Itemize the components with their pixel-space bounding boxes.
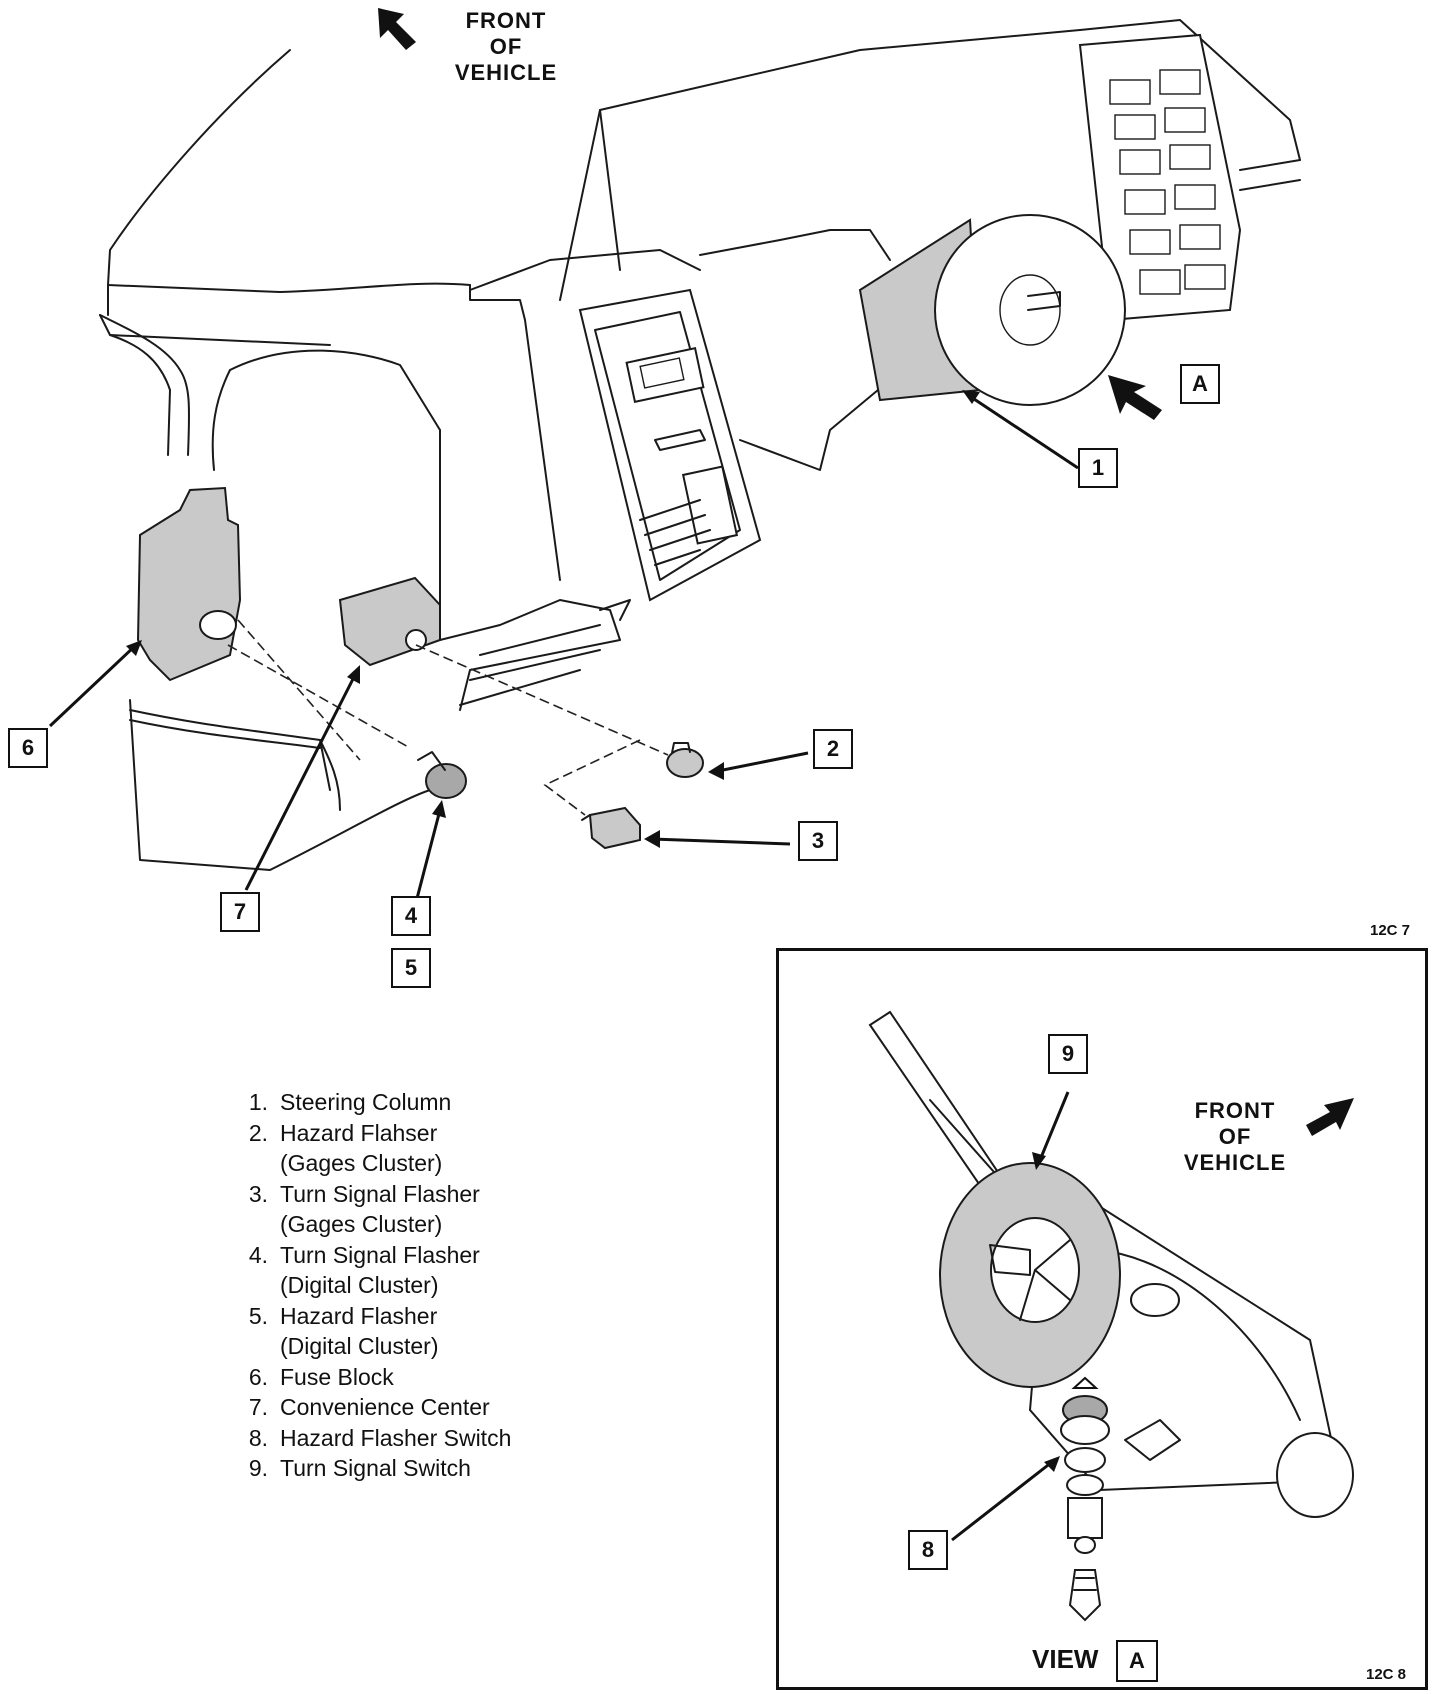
parts-legend: 1. Steering Column 2. Hazard Flahser (Gages … xyxy=(228,1087,588,1484)
legend-item-number: 7. xyxy=(248,1394,268,1420)
front-of-vehicle-label: FRONT OF VEHICLE xyxy=(436,8,576,86)
legend-item-number: 2. xyxy=(248,1119,268,1146)
legend-item-label: Hazard Flahser xyxy=(280,1119,438,1146)
leader-1 xyxy=(962,390,1079,470)
legend-item: 2. Hazard Flahser xyxy=(228,1118,588,1149)
legend-item-sublabel: (Gages Cluster) xyxy=(280,1211,443,1237)
legend-item-sublabel: (Digital Cluster) xyxy=(280,1272,439,1298)
leader-3 xyxy=(644,830,791,848)
legend-item: 7. Convenience Center xyxy=(228,1392,588,1423)
legend-item: 4. Turn Signal Flasher xyxy=(228,1240,588,1271)
fuse-block xyxy=(136,486,242,682)
view-label-text: VIEW xyxy=(1032,1644,1099,1674)
callout-1: 1 xyxy=(1078,448,1118,488)
figure-code-main: 12C 7 xyxy=(1370,922,1411,939)
dashboard-outline xyxy=(99,19,1301,871)
front-label-line2: OF VEHICLE xyxy=(454,34,558,85)
legend-item-number: 4. xyxy=(248,1241,268,1268)
inset-view-a-frame xyxy=(776,948,1428,1690)
view-a-arrow xyxy=(1108,375,1162,420)
front-label-line1: FRONT xyxy=(465,8,547,33)
leader-2 xyxy=(708,751,809,780)
legend-item-number: 3. xyxy=(248,1180,268,1207)
legend-item-label: Turn Signal Flasher xyxy=(280,1241,480,1268)
legend-item-label: Steering Column xyxy=(280,1089,452,1115)
leader-9 xyxy=(1032,1091,1070,1170)
callout-4: 4 xyxy=(391,896,431,936)
inset-front-line2: OF xyxy=(1218,1124,1252,1149)
legend-item-label: Hazard Flasher xyxy=(280,1302,438,1329)
inset-front-of-vehicle-label: FRONT OF VEHICLE xyxy=(1170,1098,1300,1176)
legend-item-number: 9. xyxy=(248,1455,268,1481)
leader-4 xyxy=(412,800,446,911)
callout-arrow-a: A xyxy=(1180,364,1220,404)
turn-signal-flasher-gages xyxy=(581,806,641,850)
leader-8 xyxy=(951,1456,1060,1542)
inset-steering-column xyxy=(868,1010,1354,1622)
turn-signal-flasher-digital xyxy=(417,751,467,799)
legend-item-label: Turn Signal Switch xyxy=(280,1455,471,1481)
leader-6 xyxy=(48,640,142,728)
legend-item: 3. Turn Signal Flasher xyxy=(228,1179,588,1210)
legend-item-number: 1. xyxy=(248,1089,268,1115)
callout-8: 8 xyxy=(908,1530,948,1570)
legend-item-number: 5. xyxy=(248,1302,268,1329)
legend-item-number: 8. xyxy=(248,1424,268,1451)
steering-column xyxy=(739,214,1126,471)
inset-front-line3: VEHICLE xyxy=(1183,1150,1287,1175)
legend-item: 6. Fuse Block xyxy=(228,1362,588,1393)
callout-3: 3 xyxy=(798,821,838,861)
view-a-caption: VIEW xyxy=(1032,1644,1098,1675)
legend-item: 5. Hazard Flasher xyxy=(228,1301,588,1332)
legend-item-label: Turn Signal Flasher xyxy=(280,1180,480,1207)
switch-panel xyxy=(578,288,762,602)
callout-6: 6 xyxy=(8,728,48,768)
callout-2: 2 xyxy=(813,729,853,769)
legend-item-sublabel: (Gages Cluster) xyxy=(280,1150,443,1176)
legend-item: 8. Hazard Flasher Switch xyxy=(228,1423,588,1454)
callout-view-a: A xyxy=(1116,1640,1158,1682)
hazard-flasher-gages xyxy=(666,742,704,778)
legend-item-label: Convenience Center xyxy=(280,1394,490,1420)
legend-item-label: Hazard Flasher Switch xyxy=(280,1424,512,1451)
callout-9: 9 xyxy=(1048,1034,1088,1074)
legend-item-number: 6. xyxy=(248,1363,268,1390)
convenience-center xyxy=(338,576,441,667)
front-direction-arrow xyxy=(378,8,416,50)
inset-front-line1: FRONT xyxy=(1194,1098,1276,1123)
inset-front-arrow xyxy=(1306,1098,1354,1136)
legend-item: 9. Turn Signal Switch xyxy=(228,1453,588,1484)
legend-item: 1. Steering Column xyxy=(228,1087,588,1118)
legend-item-sublabel: (Digital Cluster) xyxy=(280,1333,439,1359)
leader-7 xyxy=(244,665,360,891)
callout-7: 7 xyxy=(220,892,260,932)
callout-5: 5 xyxy=(391,948,431,988)
figure-code-inset: 12C 8 xyxy=(1366,1666,1407,1683)
legend-item-label: Fuse Block xyxy=(280,1363,394,1390)
